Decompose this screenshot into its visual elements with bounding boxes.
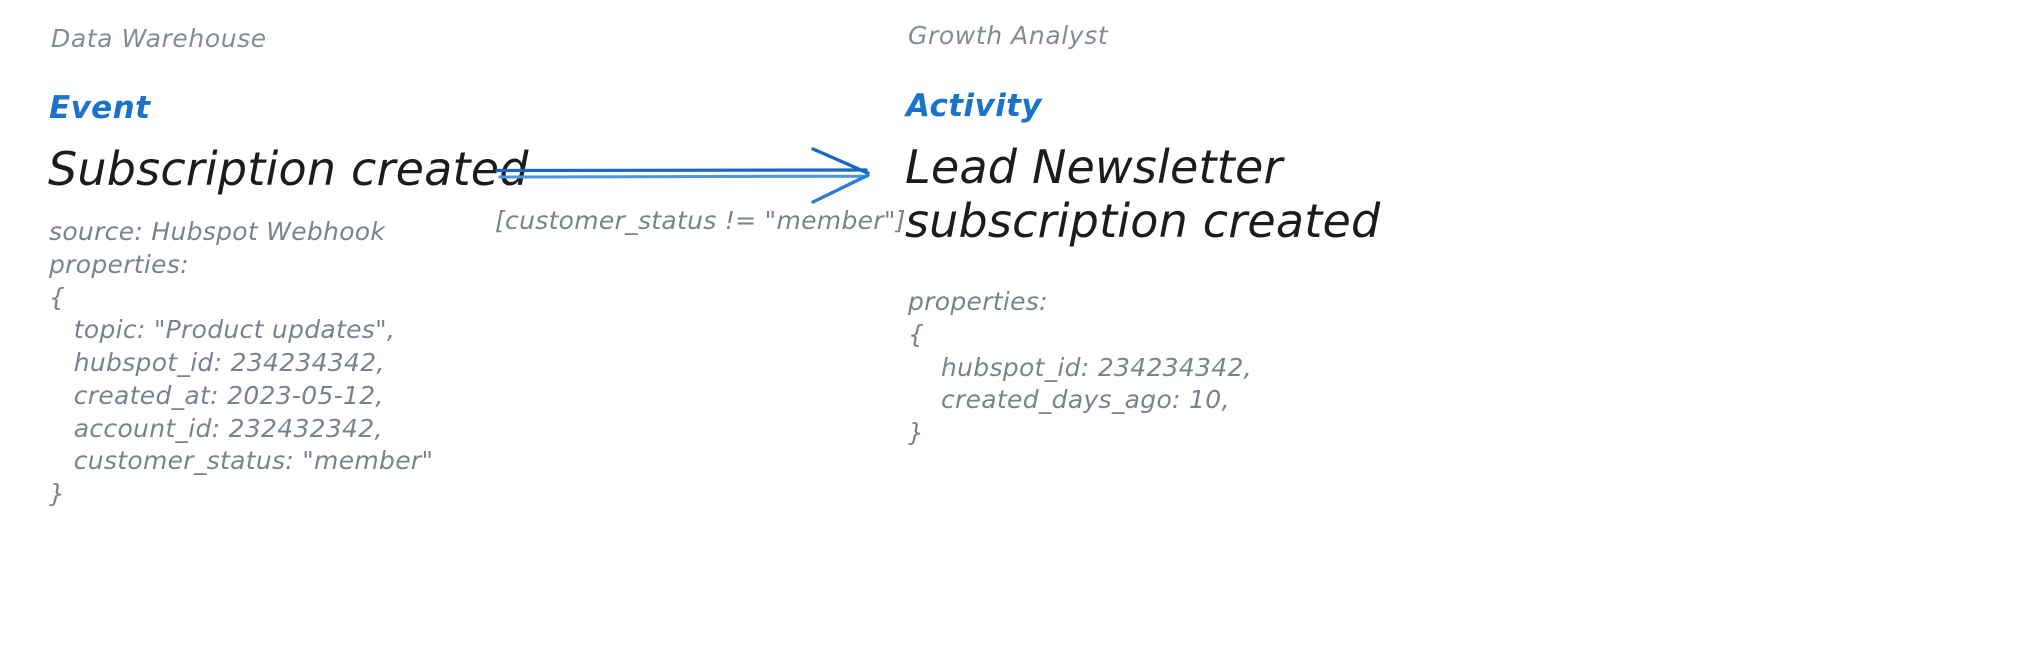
node-activity-owner-label: Growth Analyst bbox=[908, 21, 1109, 50]
node-event-title: Subscription created bbox=[48, 142, 529, 196]
node-event-kind-label: Event bbox=[49, 90, 151, 126]
edge-event-to-activity[interactable]: [customer_status != "member"] bbox=[495, 140, 905, 290]
node-event-owner-label: Data Warehouse bbox=[51, 24, 267, 53]
node-activity-title: Lead Newsletter subscription created bbox=[905, 140, 1381, 249]
node-event-properties-block: source: Hubspot Webhook properties: { to… bbox=[49, 217, 434, 508]
arrow-icon bbox=[495, 147, 870, 204]
node-activity-kind-label: Activity bbox=[906, 88, 1042, 124]
edge-condition-label: [customer_status != "member"] bbox=[495, 206, 906, 235]
node-activity-properties-block: properties: { hubspot_id: 234234342, cre… bbox=[908, 287, 1252, 447]
